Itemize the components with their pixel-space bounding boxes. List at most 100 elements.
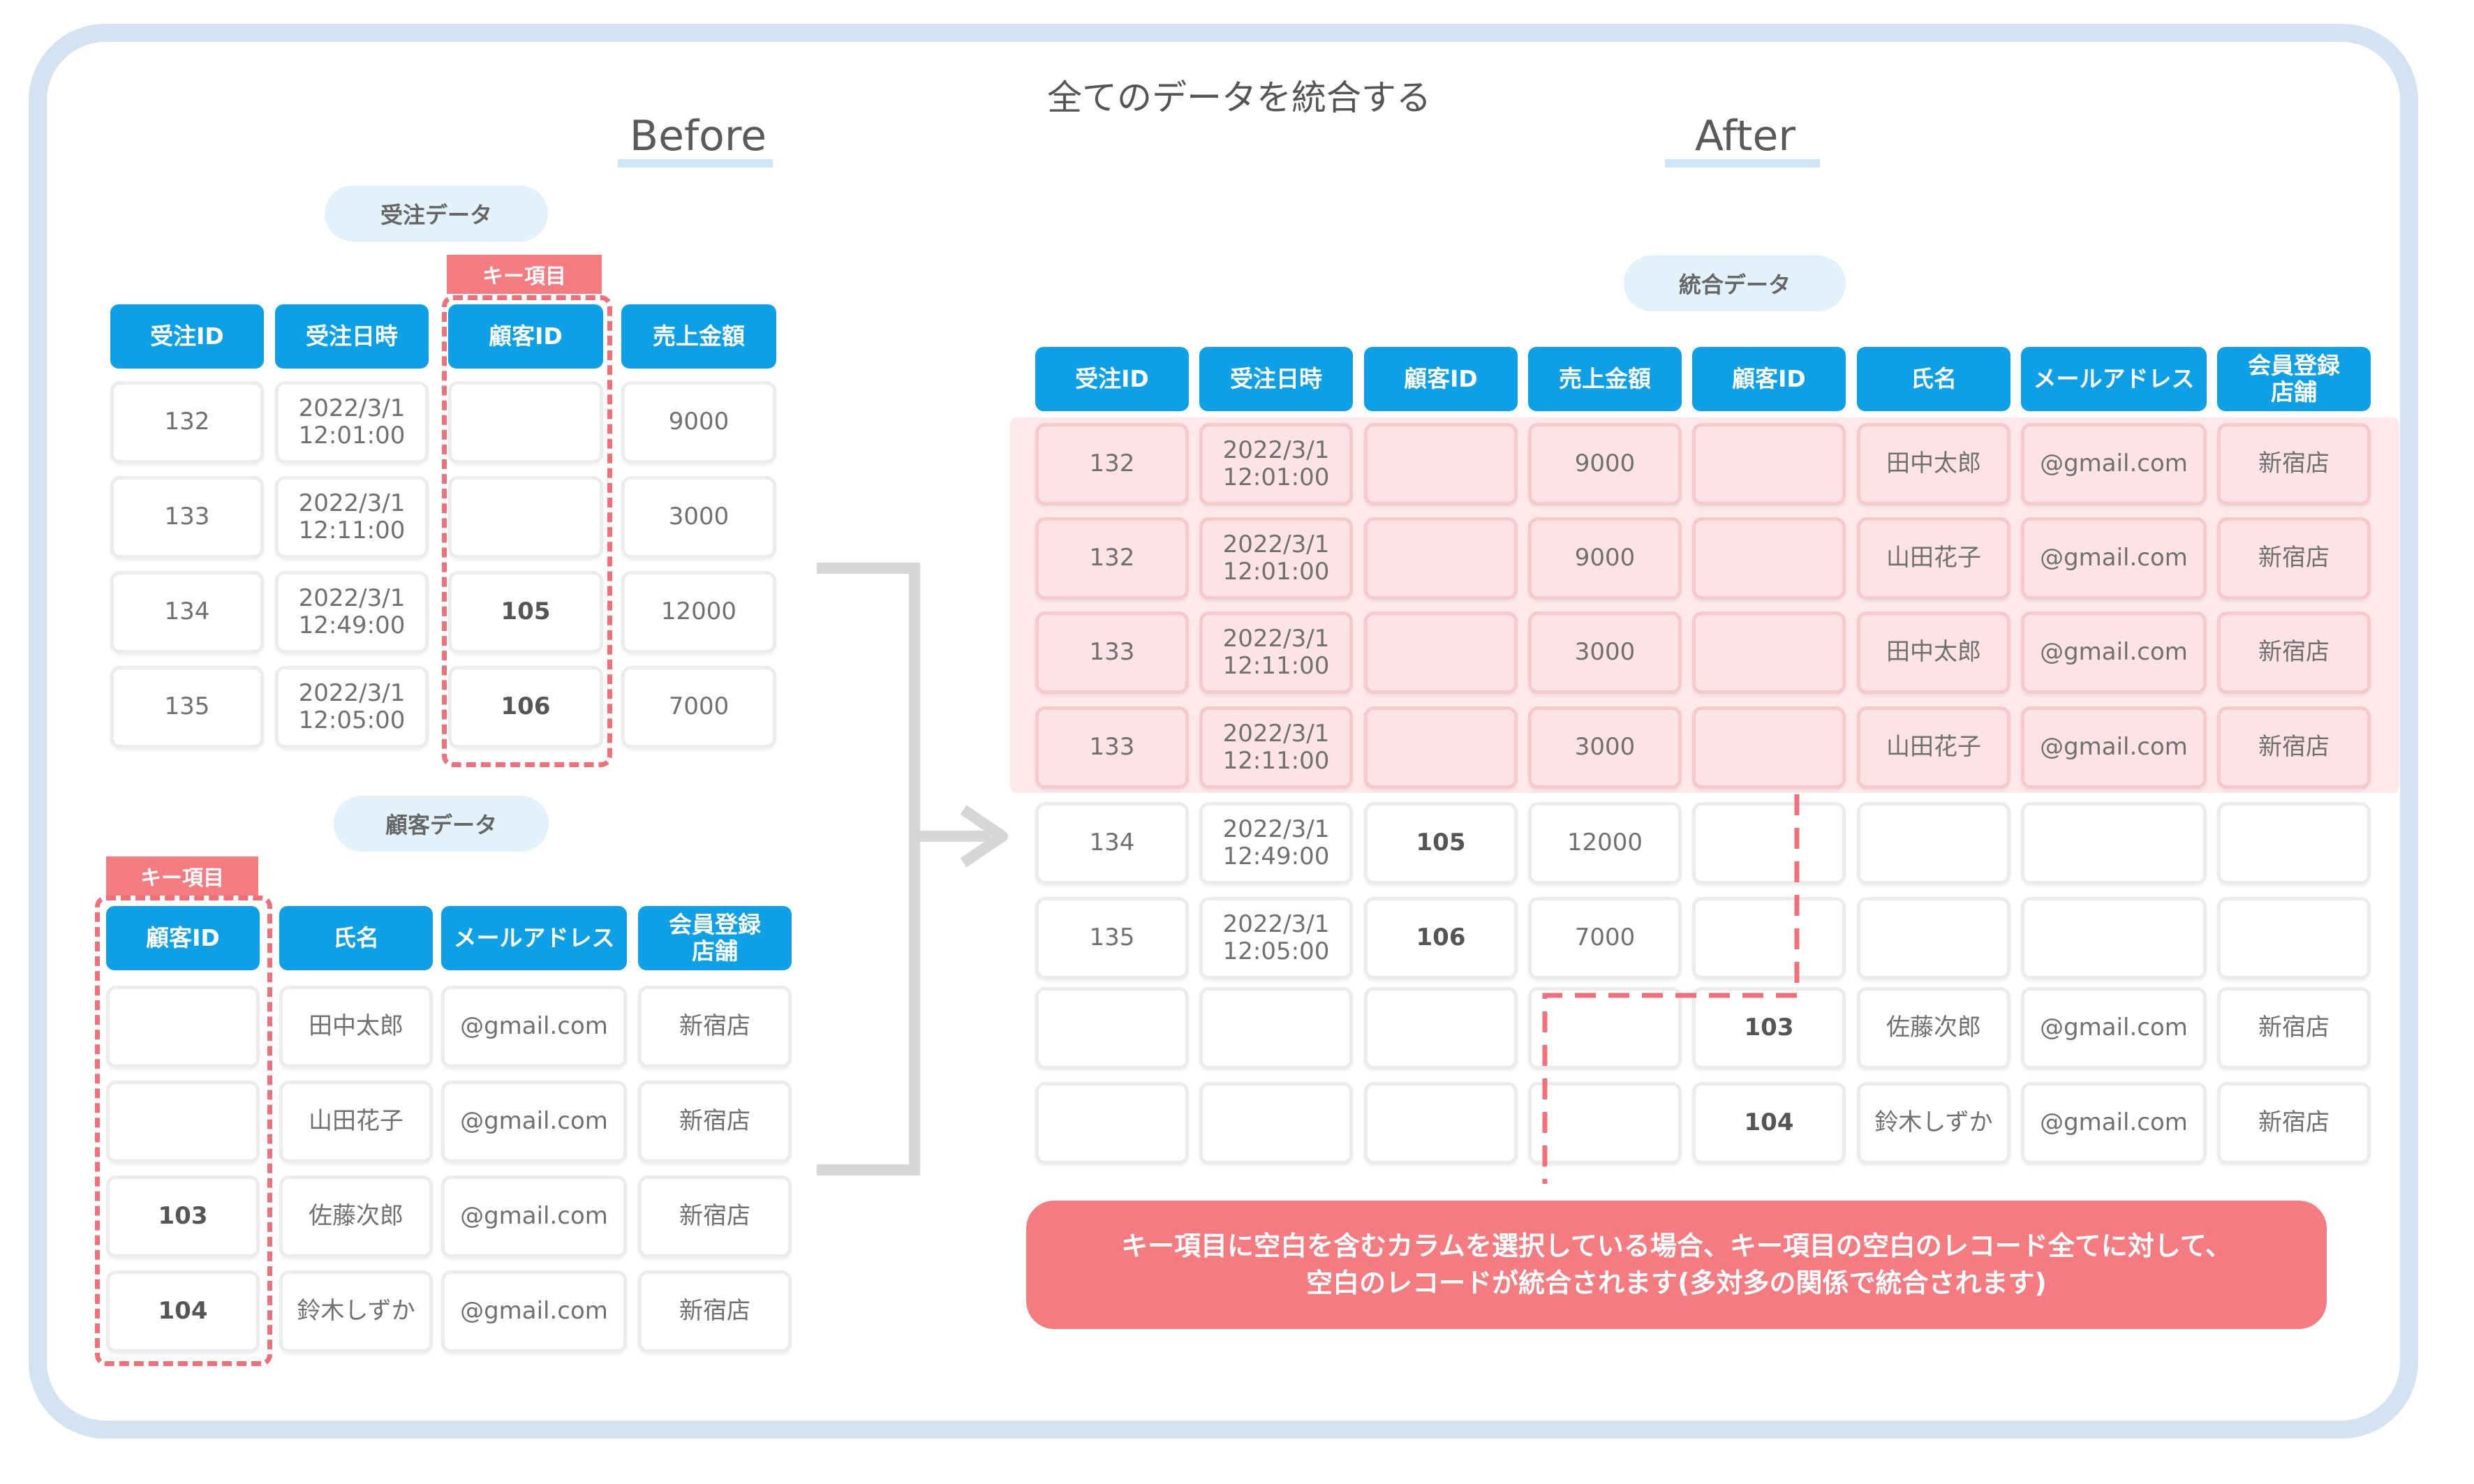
- merged-cell: [1692, 802, 1846, 884]
- orders-table-label: 受注データ: [325, 186, 548, 242]
- customers-cell: 103: [106, 1175, 260, 1258]
- merged-header: メールアドレス: [2021, 347, 2207, 411]
- merged-header: 会員登録店舗: [2217, 347, 2371, 411]
- merged-cell: [1692, 611, 1846, 694]
- orders-cell: 105: [448, 571, 603, 653]
- customers-cell: 鈴木しずか: [279, 1270, 433, 1353]
- orders-cell: 132: [110, 381, 264, 463]
- customers-key-tag: キー項目: [106, 856, 258, 896]
- merged-header: 氏名: [1857, 347, 2010, 411]
- merged-cell: [1857, 897, 2010, 979]
- merged-cell: 135: [1035, 897, 1189, 979]
- orders-key-tag: キー項目: [447, 255, 602, 294]
- merged-cell: 新宿店: [2217, 706, 2371, 789]
- merged-header: 受注日時: [1199, 347, 1353, 411]
- page-title: 全てのデータを統合する: [1047, 77, 1431, 118]
- merged-cell: 3000: [1528, 611, 1682, 694]
- merged-cell: [1199, 987, 1353, 1069]
- merged-cell: [1692, 517, 1846, 600]
- merge-note-line2: 空白のレコードが統合されます(多対多の関係で統合されます): [1306, 1268, 2047, 1298]
- merged-cell: [1692, 897, 1846, 979]
- customers-cell: 新宿店: [638, 1270, 792, 1353]
- merged-cell: @gmail.com: [2021, 611, 2207, 694]
- merged-cell: 山田花子: [1857, 517, 2010, 600]
- orders-key-column-outline: [442, 295, 612, 767]
- before-underline: [618, 159, 773, 168]
- merged-cell: 9000: [1528, 517, 1682, 600]
- orders-header: 顧客ID: [448, 304, 603, 369]
- merged-cell: 134: [1035, 802, 1189, 884]
- customers-cell: 新宿店: [638, 1175, 792, 1258]
- orders-cell: 7000: [621, 666, 776, 748]
- merged-cell: [1364, 423, 1518, 505]
- merged-cell: [1199, 1082, 1353, 1164]
- merged-table-label: 統合データ: [1624, 255, 1846, 311]
- customers-cell: [106, 986, 260, 1068]
- after-underline: [1665, 159, 1820, 168]
- customers-cell: 佐藤次郎: [279, 1175, 433, 1258]
- customers-cell: @gmail.com: [441, 1175, 627, 1258]
- customers-cell: [106, 1081, 260, 1163]
- orders-cell: 12000: [621, 571, 776, 653]
- merge-note: キー項目に空白を含むカラムを選択している場合、キー項目の空白のレコード全てに対し…: [1026, 1201, 2327, 1329]
- customers-key-column-outline: [95, 896, 272, 1366]
- merged-cell: [1364, 987, 1518, 1069]
- orders-header: 受注日時: [275, 304, 429, 369]
- merged-cell: 山田花子: [1857, 706, 2010, 789]
- merged-cell: [1528, 1082, 1682, 1164]
- merged-cell: @gmail.com: [2021, 423, 2207, 505]
- customers-cell: @gmail.com: [441, 1081, 627, 1163]
- merged-cell: [1364, 611, 1518, 694]
- customers-cell: 新宿店: [638, 986, 792, 1068]
- merged-cell: 9000: [1528, 423, 1682, 505]
- merged-cell: [2021, 897, 2207, 979]
- customers-cell: 104: [106, 1270, 260, 1353]
- customers-header: 会員登録店舗: [638, 906, 792, 970]
- merged-cell: [1857, 802, 2010, 884]
- merged-cell: 新宿店: [2217, 423, 2371, 505]
- merged-cell: 新宿店: [2217, 1082, 2371, 1164]
- merged-cell: [2217, 897, 2371, 979]
- merged-cell: @gmail.com: [2021, 1082, 2207, 1164]
- orders-header: 売上金額: [621, 304, 776, 369]
- merged-cell: [1035, 987, 1189, 1069]
- merged-cell: 新宿店: [2217, 517, 2371, 600]
- merged-cell: [1692, 423, 1846, 505]
- merged-cell: @gmail.com: [2021, 706, 2207, 789]
- customers-header: 顧客ID: [106, 906, 260, 970]
- merged-cell: [1364, 1082, 1518, 1164]
- merged-cell: 新宿店: [2217, 611, 2371, 694]
- merged-cell: 佐藤次郎: [1857, 987, 2010, 1069]
- merged-cell: 12000: [1528, 802, 1682, 884]
- customers-cell: @gmail.com: [441, 986, 627, 1068]
- before-label: Before: [629, 112, 767, 161]
- orders-cell: [448, 476, 603, 558]
- orders-cell: 133: [110, 476, 264, 558]
- orders-cell: 134: [110, 571, 264, 653]
- merged-cell: @gmail.com: [2021, 517, 2207, 600]
- merged-cell: [2021, 802, 2207, 884]
- merge-note-line1: キー項目に空白を含むカラムを選択している場合、キー項目の空白のレコード全てに対し…: [1121, 1230, 2232, 1261]
- customers-cell: @gmail.com: [441, 1270, 627, 1353]
- merged-cell: [1364, 517, 1518, 600]
- merged-cell: 3000: [1528, 706, 1682, 789]
- customers-cell: 新宿店: [638, 1081, 792, 1163]
- merged-header: 売上金額: [1528, 347, 1682, 411]
- merged-header: 顧客ID: [1692, 347, 1846, 411]
- merged-cell: 133: [1035, 611, 1189, 694]
- merged-header: 顧客ID: [1364, 347, 1518, 411]
- merged-cell: 103: [1692, 987, 1846, 1069]
- customers-header: 氏名: [279, 906, 433, 970]
- merged-cell: 104: [1692, 1082, 1846, 1164]
- merged-cell: 新宿店: [2217, 987, 2371, 1069]
- merged-header: 受注ID: [1035, 347, 1189, 411]
- merged-cell: [1528, 987, 1682, 1069]
- after-label: After: [1694, 112, 1796, 161]
